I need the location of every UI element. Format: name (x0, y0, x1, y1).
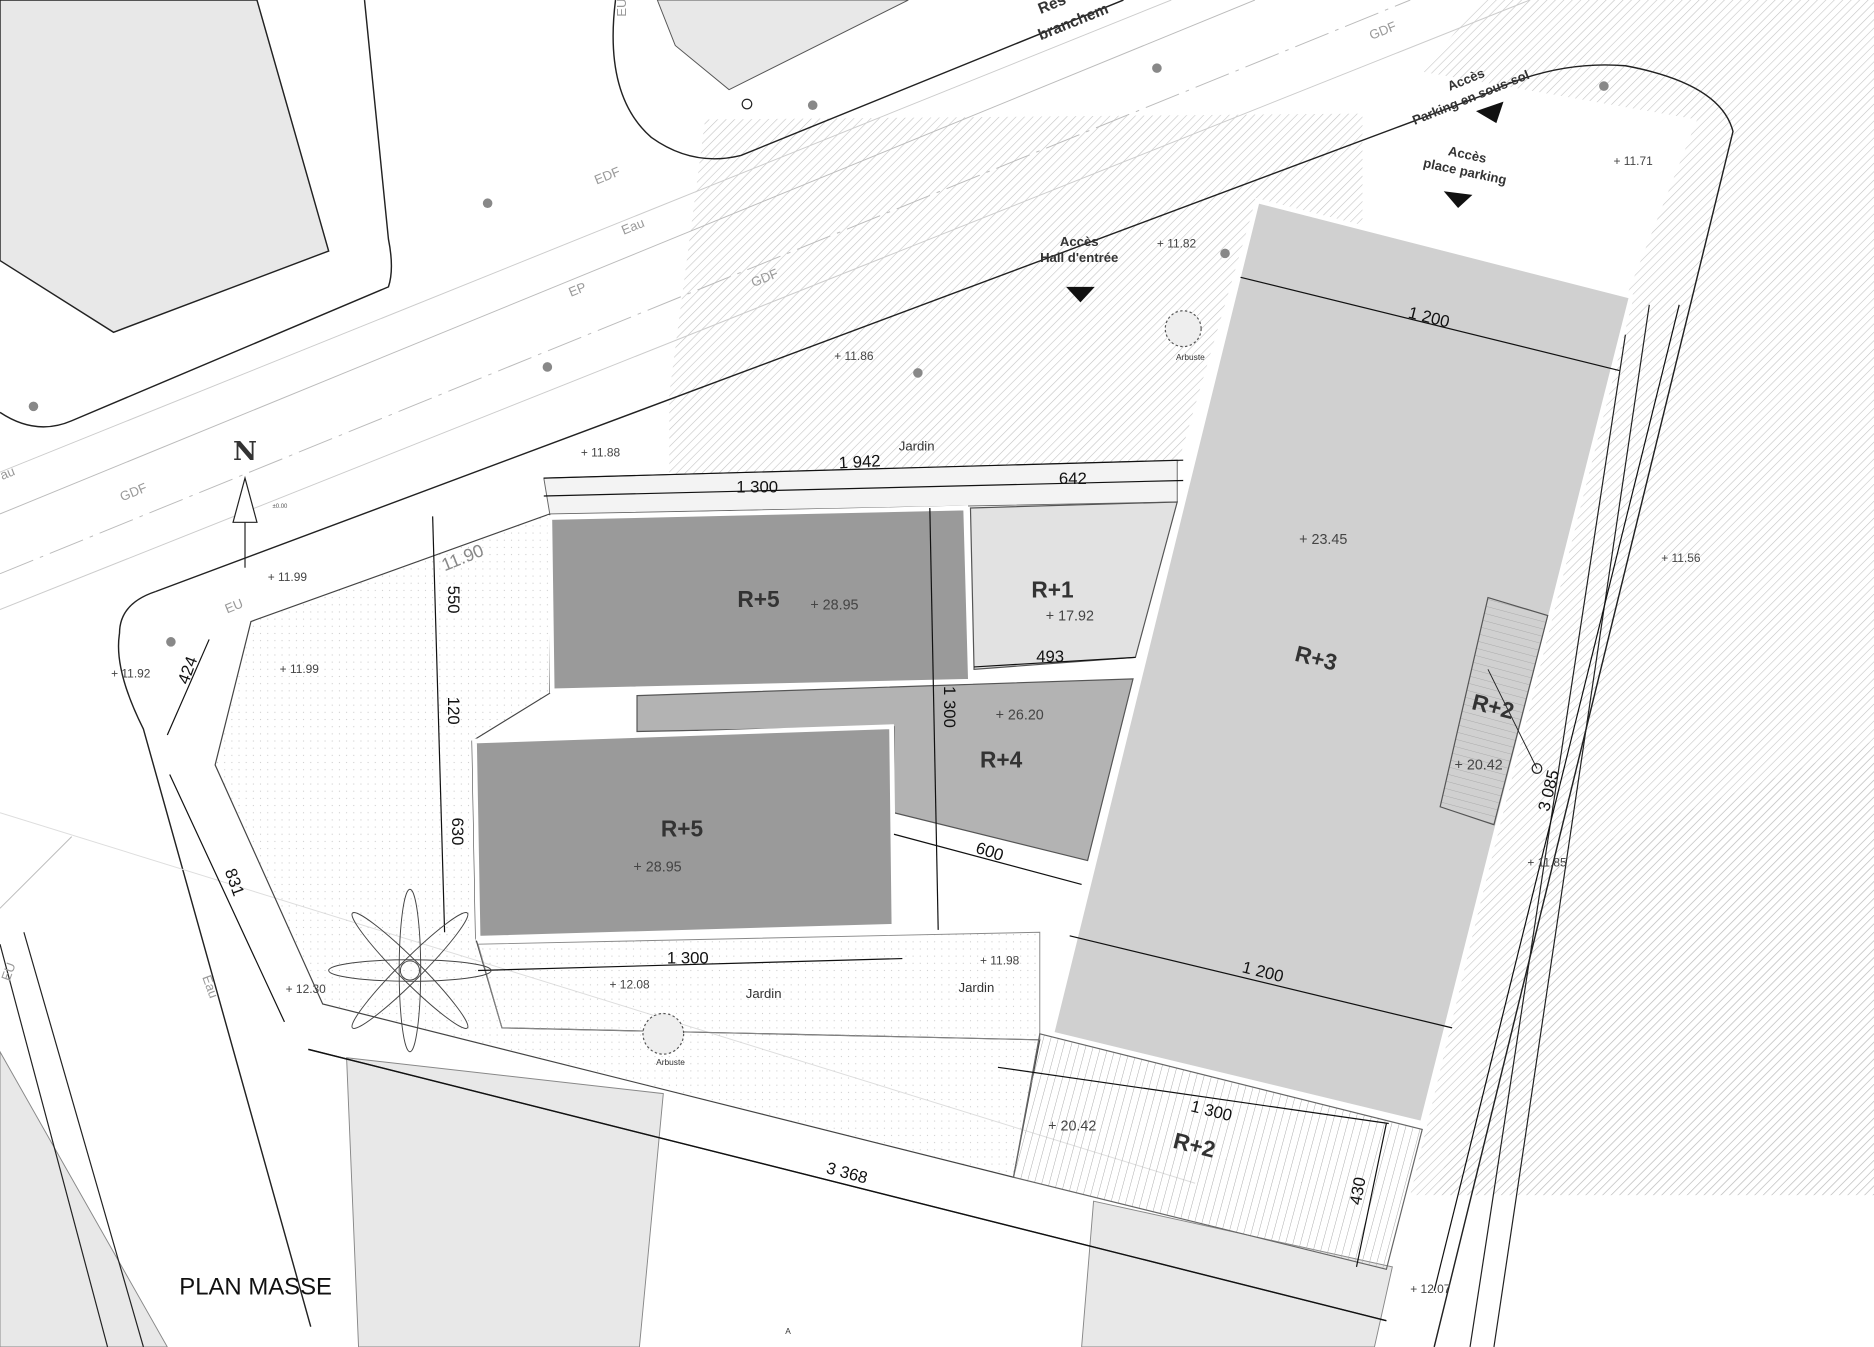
utility-points (28, 63, 1609, 647)
dimension-label: 120 (444, 697, 463, 725)
building-label: R+5 (661, 816, 703, 842)
dimension-label: 600 (974, 838, 1006, 865)
access-arrow-icon (1066, 286, 1095, 303)
neighbour-building-top (656, 0, 909, 91)
dimension-label: 1 942 (838, 451, 881, 472)
utility-label: Eau (199, 973, 221, 1000)
dimension-label: 642 (1059, 469, 1087, 488)
neighbour-building-top-left (0, 0, 330, 334)
plan-title: PLAN MASSE (179, 1273, 332, 1300)
building-elevation: + 26.20 (996, 708, 1044, 724)
section-marker: A (785, 1326, 791, 1336)
spot-elevation: + 12.07 (1410, 1282, 1451, 1296)
garden-label: Jardin (899, 439, 935, 454)
building-r2-bottom (1012, 1033, 1423, 1271)
neighbour-building-bottom-left (0, 1050, 168, 1347)
neighbour-building-bottom (346, 1057, 664, 1347)
dimension-label: 424 (174, 654, 201, 687)
spot-elevation: + 12.08 (610, 977, 651, 991)
north-label: N (233, 436, 257, 467)
dimension-label: 3 368 (824, 1158, 869, 1187)
building-label: R+1 (1031, 577, 1073, 603)
utility-label: EU (614, 0, 629, 17)
dimension-label: 1 300 (667, 948, 709, 967)
building-r5-bottom (472, 724, 897, 941)
building-r3 (1048, 197, 1635, 1127)
access-arrow-icon (1443, 191, 1473, 208)
dimension-lines (166, 276, 1680, 1322)
dimension-label: 550 (444, 586, 463, 614)
shrub-label: Arbuste (656, 1057, 685, 1067)
north-arrow-icon (232, 475, 258, 523)
building-label: R+5 (737, 586, 779, 612)
north-arrow: N ±0.00 (232, 436, 288, 568)
building-elevation: + 20.42 (1455, 758, 1503, 774)
utility-label: au (0, 463, 17, 482)
utility-label: GDF (1367, 18, 1398, 42)
garden-label: Jardin (959, 980, 995, 995)
garden-label: Jardin (746, 986, 782, 1001)
buildings (472, 197, 1635, 1271)
dimension-label: 1 300 (736, 477, 778, 496)
spot-elevation: + 11.85 (1527, 856, 1567, 870)
spot-elevation: + 11.71 (1613, 154, 1653, 168)
building-elevation: + 23.45 (1299, 532, 1347, 548)
building-r2-stair (1439, 596, 1549, 826)
reference-level: ±0.00 (272, 504, 288, 510)
dimension-label: 430 (1346, 1176, 1370, 1207)
spot-elevation: + 11.92 (111, 667, 151, 681)
access-label: Accès (1060, 234, 1099, 249)
network-label: Res (1036, 0, 1069, 18)
spot-elevation: + 11.99 (280, 662, 320, 676)
building-r5-top (547, 505, 973, 694)
shrub-icon (1164, 310, 1202, 348)
utility-label: Eau (619, 215, 646, 238)
dimension-label: 493 (1036, 647, 1064, 666)
building-elevation: + 20.42 (1048, 1119, 1096, 1135)
dimension-label: 630 (448, 818, 467, 846)
shrub-icon (642, 1012, 685, 1055)
utility-label: EU (223, 596, 246, 617)
building-elevation: + 28.95 (810, 598, 858, 614)
spot-elevation: + 11.98 (980, 954, 1020, 968)
access-label: Hall d'entrée (1040, 250, 1118, 265)
spot-elevation: + 12.30 (286, 982, 327, 996)
building-label: R+4 (980, 746, 1023, 772)
utility-label: GDF (118, 480, 149, 504)
spot-elevation: + 11.56 (1661, 551, 1701, 565)
utility-label: EDF (592, 164, 622, 188)
spot-elevation: + 11.82 (1157, 236, 1197, 250)
spot-elevation: + 11.88 (581, 446, 621, 460)
spot-elevation: + 11.86 (834, 349, 874, 363)
building-elevation: + 17.92 (1046, 608, 1094, 624)
lamp-post-icon (1531, 763, 1543, 774)
spot-elevations: + 11.82 + 11.86 + 11.88 + 11.99 + 11.92 … (111, 154, 1701, 1296)
dimension-label: 1 300 (940, 686, 959, 728)
spot-elevation: + 11.99 (268, 570, 308, 584)
access-arrow-icon (1476, 101, 1504, 124)
utility-label: EU (0, 961, 19, 983)
building-elevation: + 28.95 (633, 859, 681, 875)
shrub-label: Arbuste (1176, 352, 1205, 362)
lamp-post-icon (741, 98, 753, 110)
star-tree-icon (328, 888, 492, 1053)
utility-label: EP (566, 279, 588, 300)
